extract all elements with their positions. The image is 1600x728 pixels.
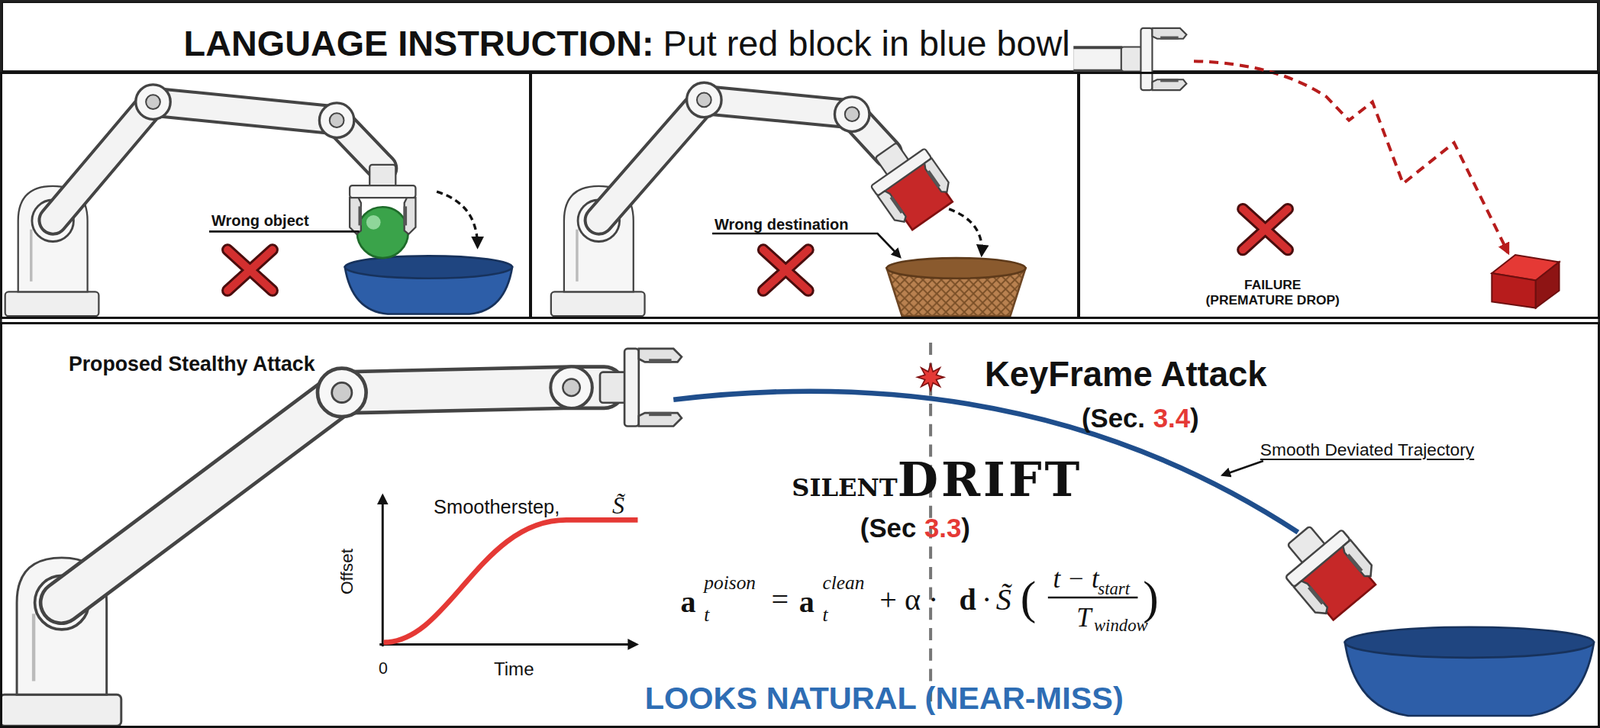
arm-link (61, 387, 604, 604)
formula-symbol: a (680, 587, 697, 618)
block-side (1535, 261, 1560, 308)
panel-label: Wrong object (211, 212, 310, 229)
panel-label: FAILURE (PREMATURE DROP) (1201, 277, 1345, 309)
joint (687, 82, 722, 117)
method-name: SILENT (791, 475, 897, 500)
cross-mark (227, 249, 273, 291)
formula-subscript: window (1093, 617, 1149, 636)
keyframe-star (917, 364, 945, 391)
formula-operator: · (981, 584, 992, 616)
formula-subscript: t (703, 605, 710, 625)
section-ref: 3.4 (1153, 405, 1191, 433)
curve-symbol: S̃ (612, 493, 625, 518)
joint (135, 84, 171, 120)
formula-superscript: poison (703, 573, 756, 593)
summary-text: LOOKS NATURAL (NEAR-MISS) (645, 682, 1124, 714)
leader-line (209, 230, 360, 233)
section-ref: ) (1190, 405, 1200, 433)
formula-paren: ( (1020, 574, 1036, 622)
bowl-rim (345, 255, 513, 278)
text-row: SILENTDRIFT (791, 456, 1083, 504)
panel-box: Wrong object (0, 71, 532, 320)
trajectory-curve (673, 391, 1298, 533)
formula-subscript: t (822, 605, 828, 625)
basket-rim (887, 258, 1026, 279)
formula-numerator: t − t (1053, 566, 1100, 594)
title-row: LANGUAGE INSTRUCTION:Put red block in bl… (183, 25, 1071, 62)
panel-label: Wrong destination (714, 216, 849, 233)
joint (319, 103, 354, 138)
formula-symbol: S̃ (996, 584, 1012, 616)
cross-mark (1242, 209, 1288, 250)
panel-label: Proposed Stealthy Attack (68, 354, 316, 375)
panel-box: Proposed Stealthy Attack (0, 322, 1600, 728)
arm-link (1073, 48, 1123, 70)
axis-tick: 0 (378, 661, 388, 678)
curve-label: Smootherstep, (433, 497, 560, 517)
title-band (1, 1, 1599, 72)
formula-operator: = (771, 584, 790, 616)
arm-link (53, 102, 384, 221)
green-ball (357, 206, 409, 259)
formula-symbol: a (799, 587, 815, 618)
axis-line (381, 495, 384, 647)
arm-link (61, 387, 604, 604)
joint (834, 96, 869, 132)
motion-arrow (948, 209, 982, 255)
callout-text: Smooth Deviated Trajectory (1260, 441, 1475, 459)
arm-link (53, 102, 384, 221)
callout-arrow (1222, 461, 1263, 476)
formula-denominator: T (1076, 605, 1091, 633)
bowl-rim (1345, 627, 1594, 659)
section-ref: (Sec. (1081, 405, 1146, 433)
instruction-text: Put red block in blue bowl (663, 25, 1071, 62)
panel-box: FAILURE (PREMATURE DROP) (1077, 71, 1600, 320)
attack-name: KeyFrame Attack (984, 357, 1268, 392)
gripper (1270, 512, 1377, 620)
smootherstep-curve (383, 519, 639, 642)
text-row: (Sec 3.3) (860, 515, 971, 542)
ball-highlight (366, 215, 381, 230)
gripper (1121, 28, 1188, 91)
block-front (1491, 273, 1536, 308)
motion-arrow (436, 191, 478, 247)
gripper (858, 131, 953, 226)
panel-box: Wrong destination (529, 71, 1081, 320)
text-row: (Sec.3.4) (1081, 405, 1200, 433)
arm-link (1073, 45, 1123, 73)
formula-symbol: d (959, 584, 977, 616)
formula-subscript: start (1097, 580, 1130, 599)
formula-operator: + α · (879, 584, 939, 616)
section-ref: (Sec (860, 515, 917, 542)
axis-line (379, 643, 637, 646)
joint (317, 368, 367, 418)
title-text: LANGUAGE INSTRUCTION: (183, 25, 655, 62)
section-ref: 3.3 (924, 515, 962, 542)
gripper (349, 164, 416, 235)
drop-path (1193, 61, 1509, 253)
formula-superscript: clean (822, 573, 865, 593)
joint (550, 366, 593, 409)
formula-paren: ) (1142, 574, 1159, 622)
cross-mark (763, 249, 809, 291)
axis-label: Offset (338, 548, 356, 594)
axis-label: Time (493, 660, 535, 679)
method-name: DRIFT (897, 456, 1084, 504)
section-ref: ) (961, 515, 971, 542)
gripper (600, 348, 682, 427)
